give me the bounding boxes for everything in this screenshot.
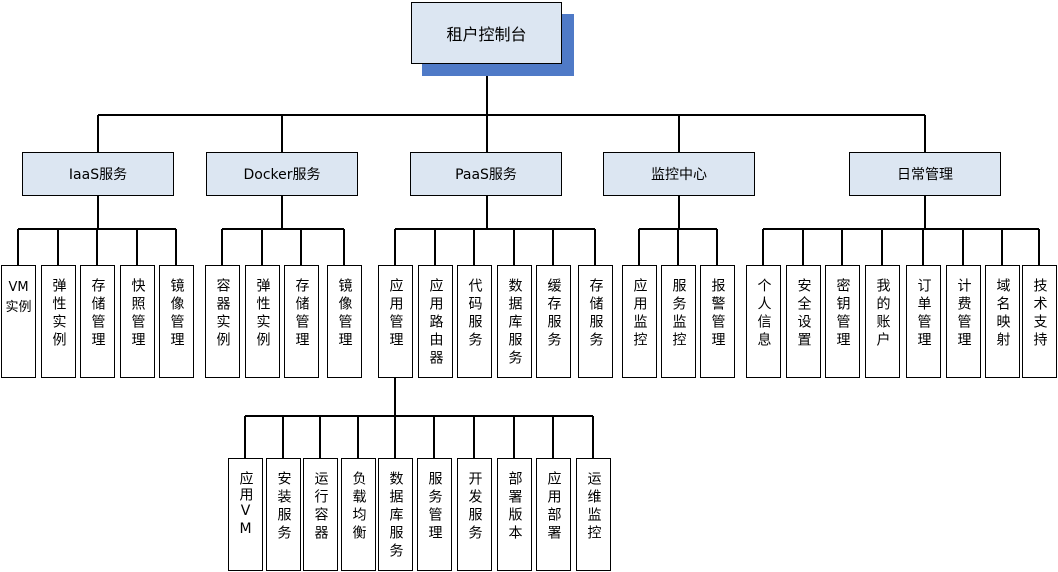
leaf-docker-3: 存储管理: [284, 265, 319, 378]
sub-app-1: 应用VM: [228, 458, 263, 571]
leaf-daily-7: 域名映射: [985, 265, 1020, 378]
group-label: IaaS服务: [68, 167, 128, 183]
leaf-docker-1: 容器实例: [205, 265, 240, 378]
leaf-daily-1: 个人信息: [746, 265, 781, 378]
leaf-paas-5: 缓存服务: [536, 265, 571, 378]
leaf-daily-5: 订单管理: [906, 265, 941, 378]
sub-app-10: 运维监控: [576, 458, 611, 571]
root-label: 租户控制台: [446, 25, 527, 44]
leaf-daily-3: 密钥管理: [825, 265, 860, 378]
sub-app-2: 安装服务: [266, 458, 301, 571]
sub-app-9: 应用部署: [536, 458, 571, 571]
root-node: 租户控制台: [411, 2, 562, 64]
leaf-daily-6: 计费管理: [946, 265, 981, 378]
sub-app-3: 运行容器: [303, 458, 338, 571]
group-monitoring: 监控中心: [603, 152, 755, 196]
leaf-docker-4: 镜像管理: [327, 265, 362, 378]
leaf-monitoring-2: 服务监控: [661, 265, 696, 378]
leaf-paas-4: 数据库服务: [497, 265, 532, 378]
leaf-daily-4: 我的账户: [865, 265, 900, 378]
leaf-paas-app-management: 应用管理: [378, 265, 413, 378]
group-label: 监控中心: [651, 167, 707, 183]
leaf-iaas-4: 快照管理: [120, 265, 155, 378]
group-label: Docker服务: [243, 167, 321, 183]
group-iaas: IaaS服务: [22, 152, 174, 196]
leaf-iaas-1: VM实例: [1, 265, 36, 378]
group-label: 日常管理: [897, 167, 953, 183]
leaf-daily-2: 安全设置: [786, 265, 821, 378]
group-docker: Docker服务: [206, 152, 358, 196]
leaf-daily-8: 技术支持: [1022, 265, 1057, 378]
leaf-monitoring-1: 应用监控: [622, 265, 657, 378]
leaf-paas-2: 应用路由器: [418, 265, 453, 378]
leaf-iaas-3: 存储管理: [80, 265, 115, 378]
group-daily-management: 日常管理: [849, 152, 1001, 196]
leaf-paas-3: 代码服务: [457, 265, 492, 378]
leaf-paas-6: 存储服务: [578, 265, 613, 378]
group-paas: PaaS服务: [410, 152, 562, 196]
leaf-monitoring-3: 报警管理: [700, 265, 735, 378]
group-label: PaaS服务: [455, 167, 517, 183]
sub-app-6: 服务管理: [417, 458, 452, 571]
leaf-iaas-5: 镜像管理: [159, 265, 194, 378]
leaf-docker-2: 弹性实例: [245, 265, 280, 378]
sub-app-8: 部署版本: [497, 458, 532, 571]
sub-app-5: 数据库服务: [378, 458, 413, 571]
leaf-iaas-2: 弹性实例: [41, 265, 76, 378]
sub-app-7: 开发服务: [457, 458, 492, 571]
sub-app-4: 负载均衡: [341, 458, 376, 571]
